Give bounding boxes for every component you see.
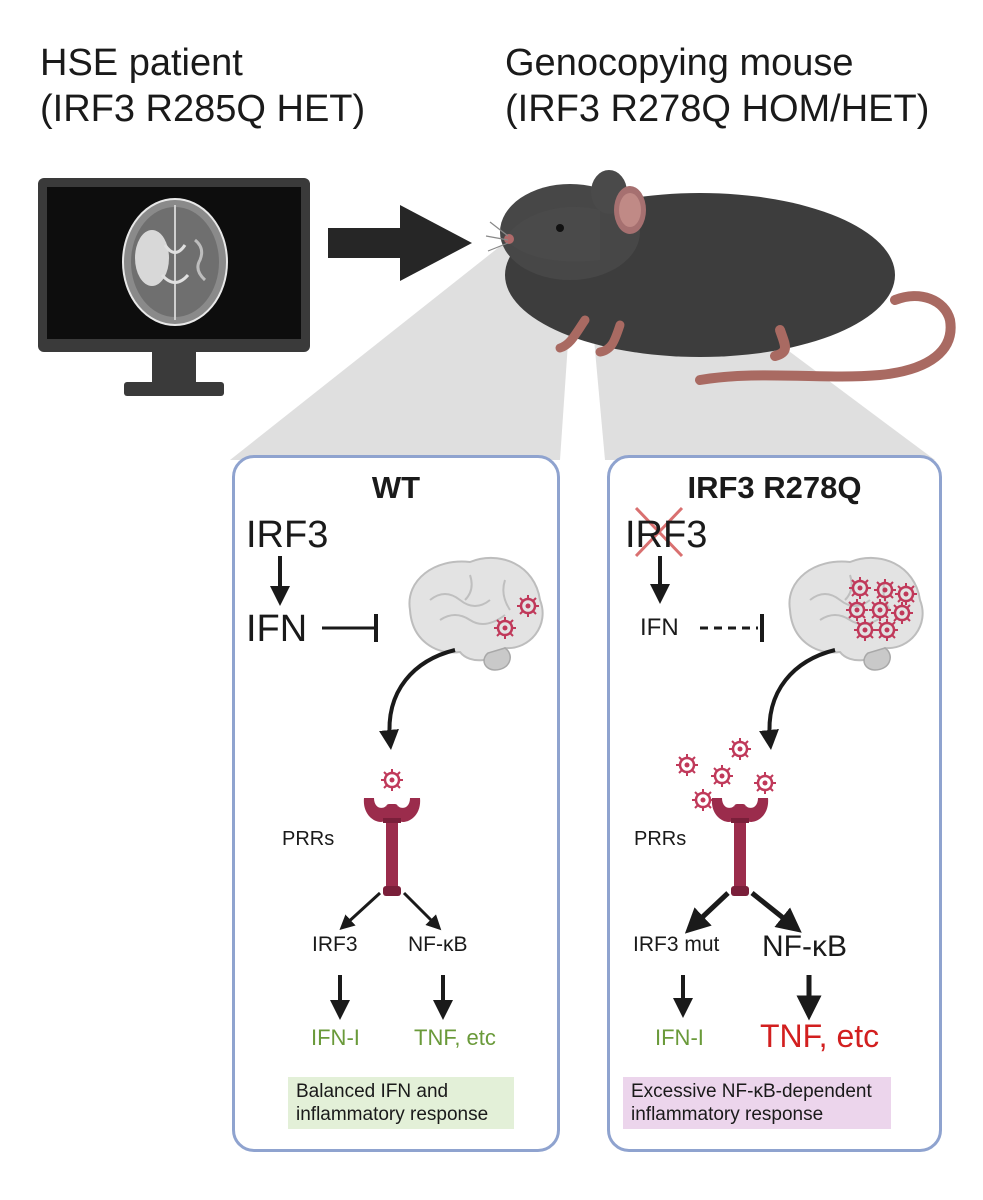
mouse-label-line1: Genocopying mouse [505, 42, 854, 84]
irf3-cross-icon [634, 506, 684, 558]
patient-label-line1: HSE patient [40, 42, 243, 84]
virus-icon [515, 593, 541, 619]
virus-icon [752, 770, 778, 796]
mutant-arrow-to-nfkb [750, 891, 802, 933]
mutant-irf3mut-label: IRF3 mut [633, 933, 720, 956]
virus-icon [867, 597, 893, 623]
mutant-weak-inhibition-icon [700, 614, 764, 642]
mutant-tnf-output: TNF, etc [760, 1018, 880, 1054]
mutant-panel-title: IRF3 R278Q [687, 470, 862, 505]
wt-brain-icon [408, 556, 544, 671]
mouse-label-line2: (IRF3 R278Q HOM/HET) [505, 88, 930, 130]
mutant-nfkb-label: NF-κB [762, 930, 847, 963]
virus-icon [727, 736, 753, 762]
mouse-icon [485, 170, 956, 385]
brain-mri-icon [122, 198, 228, 326]
wt-arrow-to-nfkb [402, 891, 442, 931]
virus-icon [889, 600, 915, 626]
virus-icon [844, 597, 870, 623]
virus-icon [847, 575, 873, 601]
mutant-ifn-label: IFN [640, 614, 679, 641]
virus-icon [874, 617, 900, 643]
right-arrow-icon [328, 205, 472, 281]
mutant-arrow-to-irf3mut [684, 891, 730, 934]
virus-icon [893, 581, 919, 607]
virus-icon [674, 752, 700, 778]
wt-prrs-label: PRRs [282, 828, 335, 850]
mutant-prrs-label: PRRs [634, 828, 687, 850]
patient-label: HSE patient (IRF3 R285Q HET) [40, 40, 365, 132]
mouse-label: Genocopying mouse (IRF3 R278Q HOM/HET) [505, 40, 929, 132]
wt-tnf-output: TNF, etc [414, 1025, 496, 1050]
wt-ifn-label: IFN [246, 608, 308, 650]
wt-arrow-to-irf3 [339, 891, 382, 931]
wt-irf3-label: IRF3 [246, 514, 329, 556]
mutant-prr-receptor-icon [711, 798, 769, 896]
virus-icon [379, 767, 405, 793]
wt-inhibition-icon [322, 614, 378, 642]
mutant-curved-arrow [759, 648, 836, 750]
wt-nfkb-label: NF-κB [408, 933, 468, 956]
virus-icon [492, 615, 518, 641]
wt-ifn-i-output: IFN-I [311, 1025, 360, 1050]
virus-icon [872, 577, 898, 603]
patient-label-line2: (IRF3 R285Q HET) [40, 88, 366, 130]
wt-irf3-branch-label: IRF3 [312, 933, 358, 956]
projection-cone-left [230, 240, 575, 460]
wt-prr-receptor-icon [363, 798, 421, 896]
virus-icon [852, 617, 878, 643]
mutant-summary-note: Excessive NF-κB-dependent inflammatory r… [623, 1077, 891, 1129]
wt-panel-title: WT [371, 470, 421, 505]
virus-icon [709, 763, 735, 789]
wt-curved-arrow [379, 648, 456, 750]
wt-summary-note: Balanced IFN and inflammatory response [288, 1077, 514, 1129]
virus-icon [690, 787, 716, 813]
mutant-irf3-label: IRF3 [625, 514, 708, 556]
mutant-ifn-i-output: IFN-I [655, 1025, 704, 1050]
